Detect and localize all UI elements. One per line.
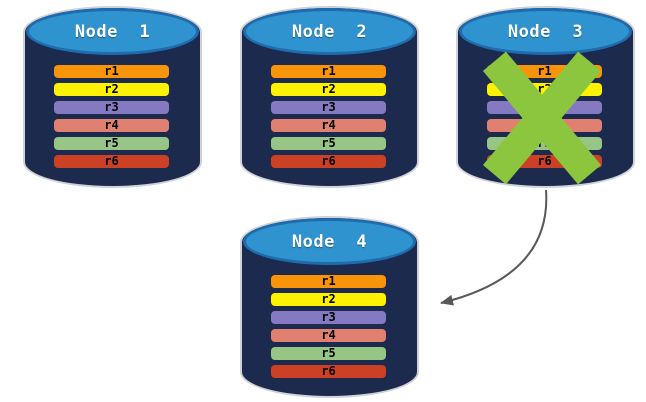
- node-2-row-r6: r6: [271, 155, 386, 168]
- node-3-title: Node 3: [507, 21, 584, 42]
- node-1-row-r4: r4: [54, 119, 169, 132]
- node-1-row-r3: r3: [54, 101, 169, 114]
- node-4-row-r2: r2: [271, 293, 386, 306]
- node-3-row-r6: r6: [487, 155, 602, 168]
- node-1-row-r5: r5: [54, 137, 169, 150]
- node-2-row-r1: r1: [271, 65, 386, 78]
- node-3-row-r2: r2: [487, 83, 602, 96]
- node-2-row-r2: r2: [271, 83, 386, 96]
- node-1: r1 r2 r3 r4 r5 r6 Node 1: [25, 8, 200, 186]
- node-4-row-r4: r4: [271, 329, 386, 342]
- node-2-title: Node 2: [291, 21, 368, 42]
- node-2-row-r3: r3: [271, 101, 386, 114]
- node-1-cylinder-top: Node 1: [26, 8, 199, 55]
- node-2: r1 r2 r3 r4 r5 r6 Node 2: [242, 8, 417, 186]
- node-4-row-r1: r1: [271, 275, 386, 288]
- node-3: r1 r2 r3 r4 r5 r6 Node 3: [458, 8, 633, 186]
- node-2-cylinder-top: Node 2: [243, 8, 416, 55]
- node-4-cylinder-top: Node 4: [243, 218, 416, 265]
- node-3-row-r4: r4: [487, 119, 602, 132]
- node-3-row-stack: r1 r2 r3 r4 r5 r6: [487, 65, 602, 173]
- node-4-row-stack: r1 r2 r3 r4 r5 r6: [271, 275, 386, 383]
- node-1-title: Node 1: [74, 21, 151, 42]
- node-1-row-r1: r1: [54, 65, 169, 78]
- node-3-cylinder-top: Node 3: [459, 8, 632, 55]
- node-1-row-r2: r2: [54, 83, 169, 96]
- node-4: r1 r2 r3 r4 r5 r6 Node 4: [242, 218, 417, 396]
- node-3-row-r1: r1: [487, 65, 602, 78]
- node-1-row-r6: r6: [54, 155, 169, 168]
- node-4-row-r3: r3: [271, 311, 386, 324]
- node-2-row-stack: r1 r2 r3 r4 r5 r6: [271, 65, 386, 173]
- node-3-row-r5: r5: [487, 137, 602, 150]
- node-4-row-r6: r6: [271, 365, 386, 378]
- node-4-row-r5: r5: [271, 347, 386, 360]
- node-4-title: Node 4: [291, 231, 368, 252]
- node-2-row-r5: r5: [271, 137, 386, 150]
- node-1-row-stack: r1 r2 r3 r4 r5 r6: [54, 65, 169, 173]
- node-3-row-r3: r3: [487, 101, 602, 114]
- node-2-row-r4: r4: [271, 119, 386, 132]
